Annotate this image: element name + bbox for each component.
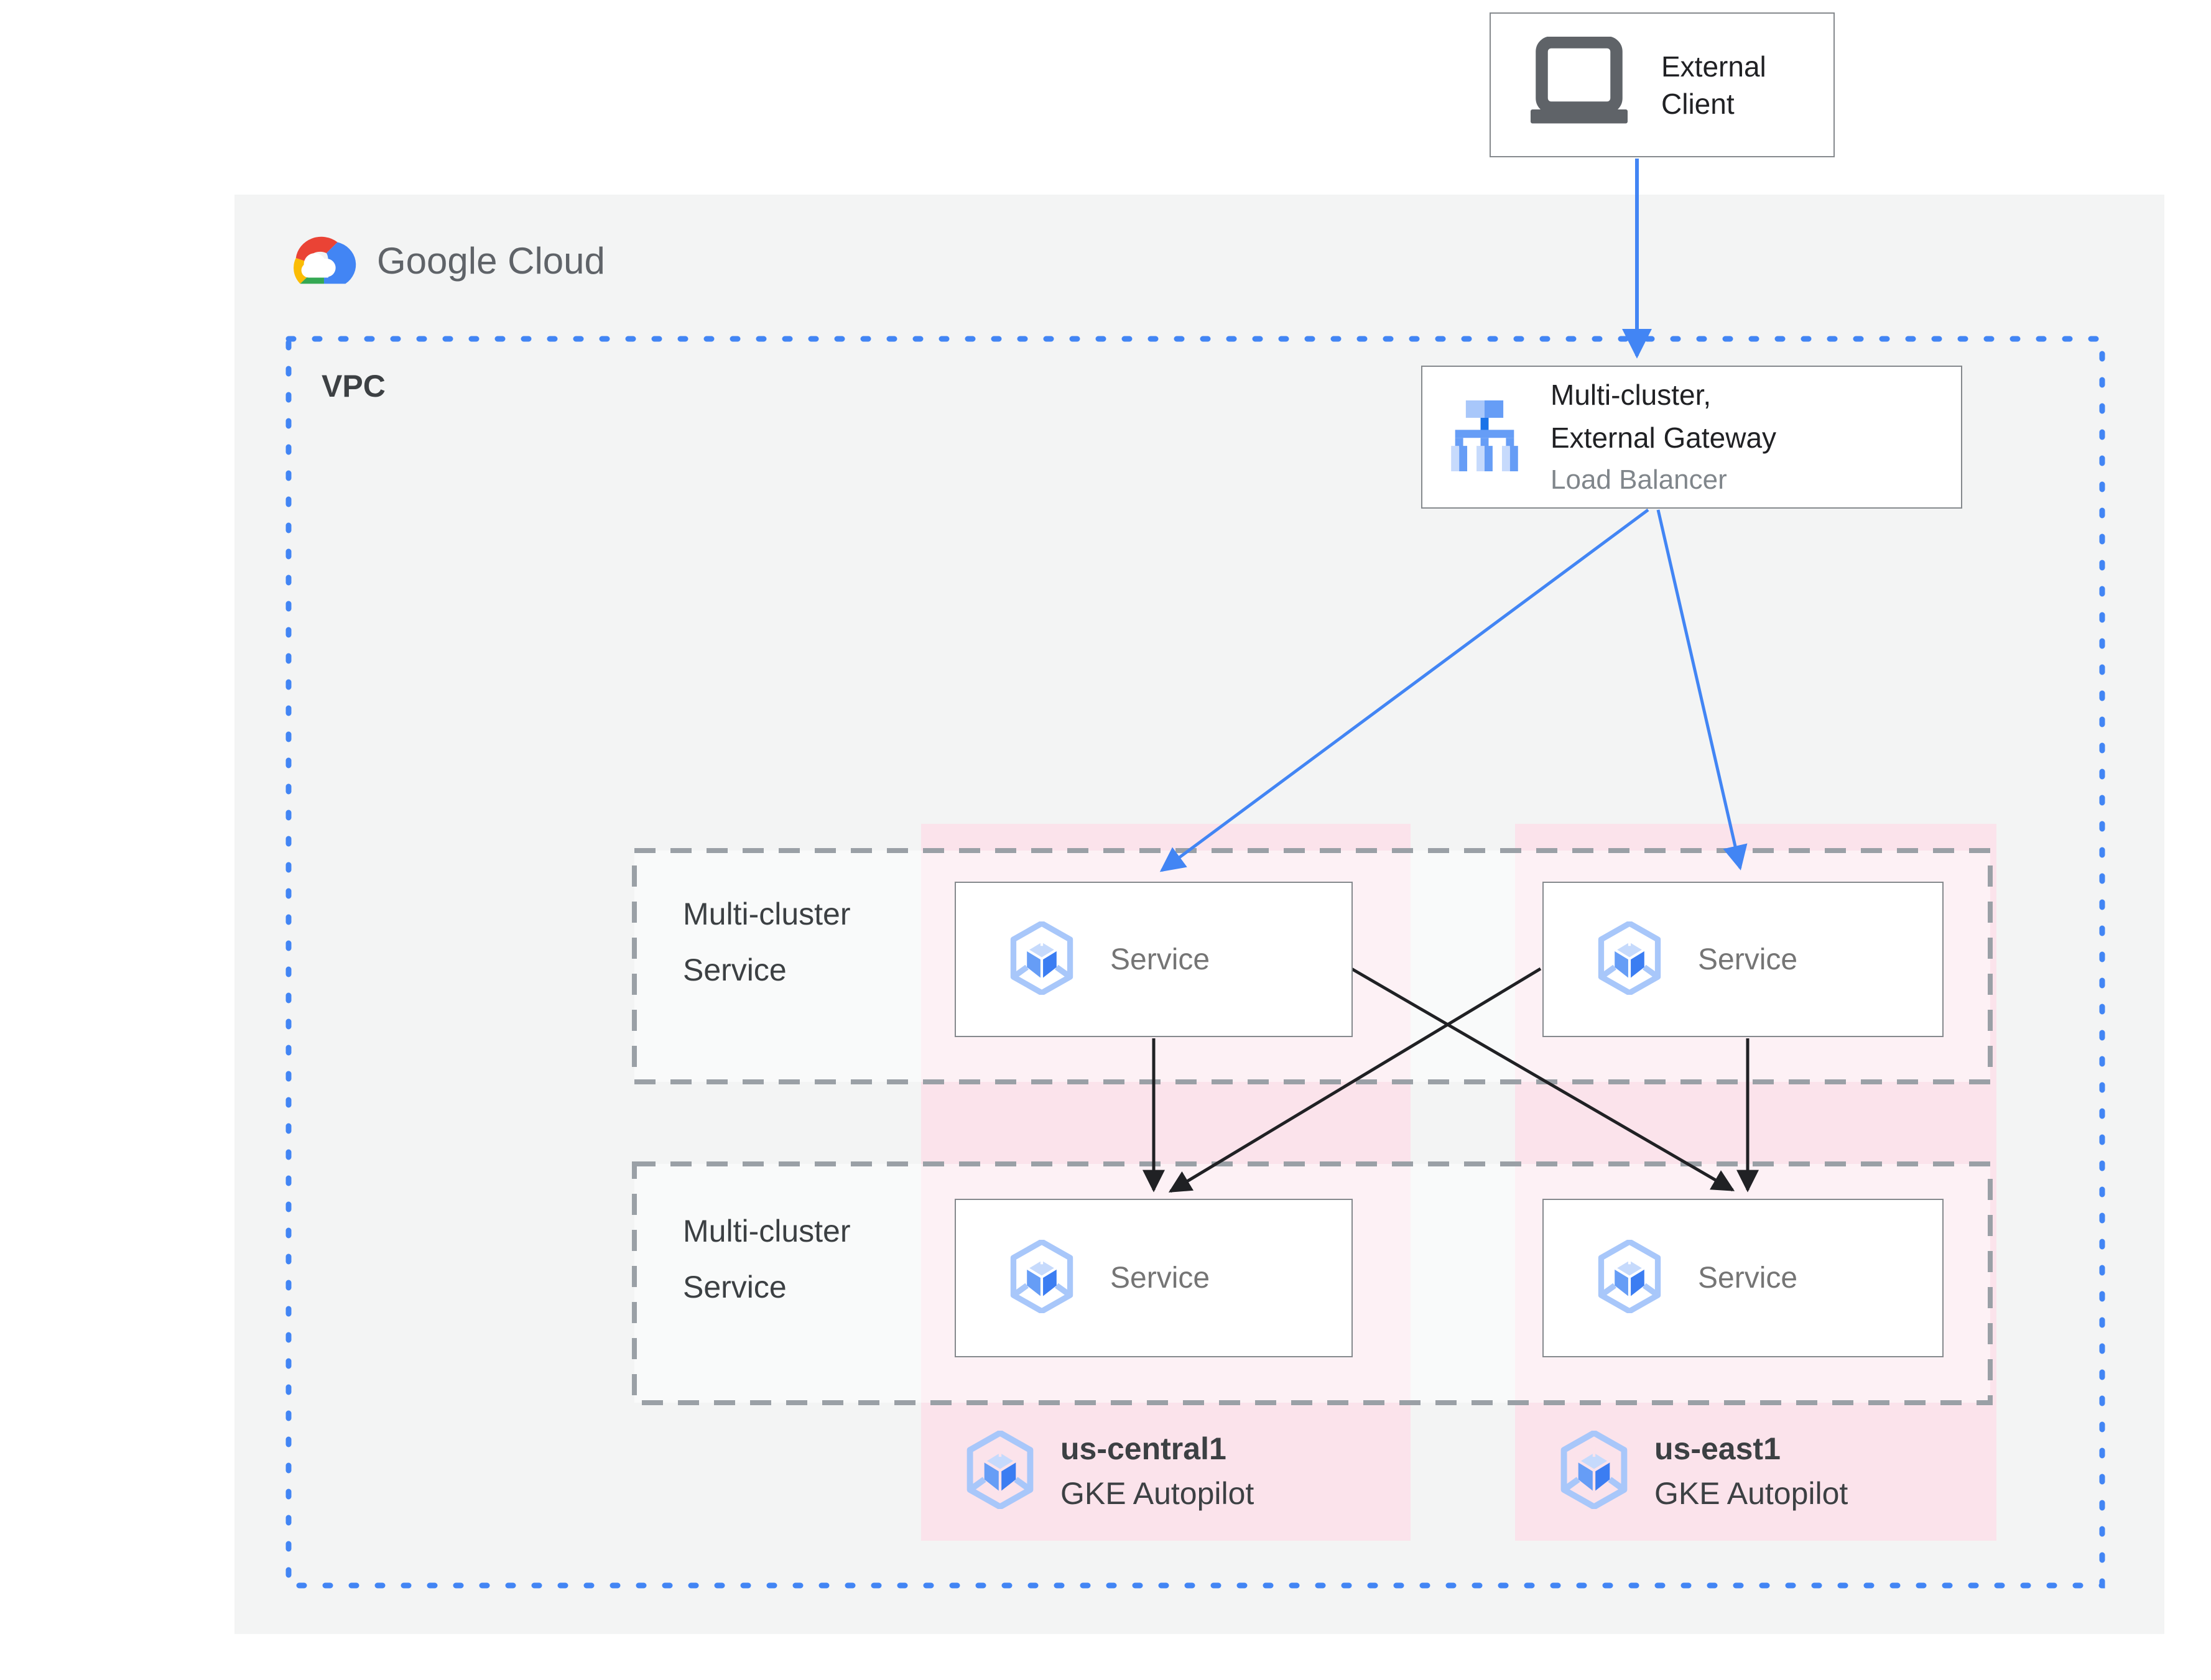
google-cloud-logo-text: Google Cloud [377, 240, 605, 282]
row1-label-line2: Service [683, 953, 787, 987]
arrow-lb-to-service-central [1159, 508, 1649, 872]
gke-service-icon [1597, 1239, 1662, 1316]
load-balancer-icon [1451, 400, 1518, 474]
service-label: Service [1110, 1262, 1210, 1295]
gke-service-icon [1009, 1239, 1074, 1316]
load-balancer-title-line1: Multi-cluster, [1550, 379, 1712, 411]
service-node-row1-us-east1: Service [1542, 882, 1944, 1037]
arrow-lb-to-service-east [1656, 509, 1748, 870]
service-node-row2-us-east1: Service [1542, 1199, 1944, 1357]
cluster-region-label: us-central1 [1060, 1431, 1226, 1466]
google-cloud-icon [286, 229, 359, 293]
load-balancer-subtitle: Load Balancer [1550, 464, 1727, 495]
vpc-label: VPC [322, 369, 386, 404]
load-balancer-node: Multi-cluster, External Gateway Load Bal… [1421, 366, 1962, 509]
row1-label-line1: Multi-cluster [683, 897, 851, 931]
row2-label-line2: Service [683, 1270, 787, 1304]
google-cloud-logo: Google Cloud [286, 229, 605, 293]
arrow-r1east-to-r2central [1168, 967, 1542, 1193]
row2-label-line1: Multi-cluster [683, 1214, 851, 1248]
external-client-label-line1: External [1661, 50, 1766, 83]
load-balancer-title-line2: External Gateway [1550, 422, 1777, 454]
vpc-border [285, 336, 2105, 1589]
row1-label: Multi-cluster Service [683, 886, 850, 998]
service-label: Service [1698, 1262, 1798, 1295]
arrow-r1central-to-r2east [1350, 967, 1735, 1192]
external-client-node: External Client [1490, 12, 1835, 157]
cluster-region-label: us-east1 [1654, 1431, 1781, 1466]
cluster-platform-label: GKE Autopilot [1060, 1476, 1254, 1511]
service-label: Service [1110, 943, 1210, 976]
cluster-platform-label: GKE Autopilot [1654, 1476, 1848, 1511]
laptop-icon [1523, 36, 1635, 133]
cluster-footer-us-central1: us-central1 GKE Autopilot [966, 1426, 1254, 1516]
gke-service-icon [1009, 920, 1074, 998]
service-node-row1-us-central1: Service [955, 882, 1353, 1037]
gke-service-icon [1597, 920, 1662, 998]
gke-cluster-icon [966, 1429, 1034, 1512]
external-client-label-line2: Client [1661, 87, 1735, 120]
row2-label: Multi-cluster Service [683, 1203, 850, 1315]
cluster-footer-us-east1: us-east1 GKE Autopilot [1560, 1426, 1848, 1516]
service-node-row2-us-central1: Service [955, 1199, 1353, 1357]
gke-cluster-icon [1560, 1429, 1628, 1512]
service-label: Service [1698, 943, 1798, 976]
